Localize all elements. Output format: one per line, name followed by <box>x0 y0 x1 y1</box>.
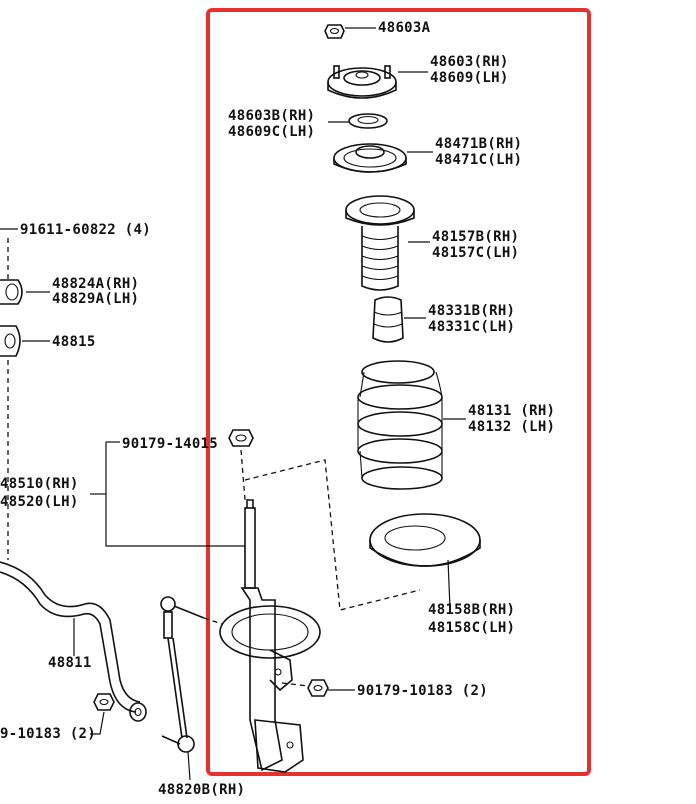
shock-absorber-part <box>219 499 321 773</box>
label-insulator-rh: 48158B(RH) <box>428 602 515 618</box>
label-bushing-lh: 48829A(LH) <box>52 291 139 307</box>
coil-spring-part <box>357 360 466 490</box>
label-boot-rh: 48157B(RH) <box>432 229 519 245</box>
label-support-rh: 48603(RH) <box>430 54 509 70</box>
label-nut-top: 48603A <box>378 20 431 36</box>
bracket-part <box>0 325 50 357</box>
label-support-lh: 48609(LH) <box>430 70 509 86</box>
lower-insulator-part <box>369 513 481 609</box>
label-nut-knuckle: 90179-10183 (2) <box>357 683 488 699</box>
strut-top-nut-part <box>228 429 254 447</box>
label-bracket: 48815 <box>52 334 96 350</box>
bearing-part <box>328 113 388 129</box>
label-spring-rh: 48131 (RH) <box>468 403 555 419</box>
upper-support-part <box>327 65 428 99</box>
label-strut-rh: 48510(RH) <box>0 476 79 492</box>
link-nut-part <box>90 693 115 735</box>
label-upper-seat-rh: 48471B(RH) <box>435 136 522 152</box>
label-bearing-rh: 48603B(RH) <box>228 108 315 124</box>
top-nut-part <box>324 24 376 39</box>
upper-seat-part <box>333 143 433 173</box>
label-bumper-rh: 48331B(RH) <box>428 303 515 319</box>
stabilizer-bushing-part <box>0 279 50 305</box>
bump-stopper-part <box>372 296 426 343</box>
label-bushing-rh: 48824A(RH) <box>52 276 139 292</box>
label-bumper-lh: 48331C(LH) <box>428 319 515 335</box>
label-insulator-lh: 48158C(LH) <box>428 620 515 636</box>
label-strut-lh: 48520(LH) <box>0 494 79 510</box>
label-nut-strut-top: 90179-14015 <box>122 436 218 452</box>
label-spring-lh: 48132 (LH) <box>468 419 555 435</box>
label-stabilizer-bar: 48811 <box>48 655 92 671</box>
stabilizer-link-part <box>160 596 223 781</box>
highlight-box <box>206 8 591 776</box>
knuckle-nut-part <box>281 679 355 697</box>
label-nut-link-left: 9-10183 (2) <box>0 726 96 742</box>
assembly-dashed-outline <box>244 459 421 611</box>
stabilizer-bar-part <box>0 561 147 722</box>
label-upper-seat-lh: 48471C(LH) <box>435 152 522 168</box>
label-bearing-lh: 48609C(LH) <box>228 124 315 140</box>
label-link-rh: 48820B(RH) <box>158 782 245 798</box>
label-boot-lh: 48157C(LH) <box>432 245 519 261</box>
label-bolt-bracket: 91611-60822 (4) <box>20 222 151 238</box>
dust-boot-part <box>345 195 430 291</box>
